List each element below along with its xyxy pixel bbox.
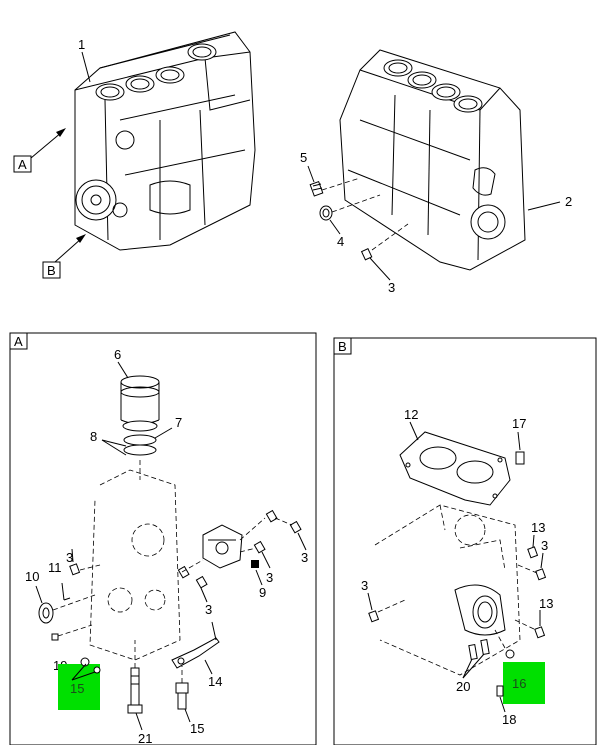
callout-3-a2: 3 — [266, 570, 273, 585]
callout-4: 4 — [337, 234, 344, 249]
highlight-box-16 — [503, 662, 545, 704]
callout-8: 8 — [90, 429, 97, 444]
callout-17: 17 — [512, 416, 526, 431]
engine-block-rear — [339, 49, 526, 271]
block-outline-a — [89, 460, 181, 661]
callout-12: 12 — [404, 407, 418, 422]
engine-block-front — [74, 31, 256, 251]
head-gasket — [399, 431, 511, 506]
view-a-marker-label: A — [18, 157, 27, 172]
bolt-15 — [175, 682, 189, 710]
view-b-marker — [42, 261, 61, 279]
callout-15-highlighted: 15 — [70, 681, 84, 696]
callout-21: 21 — [138, 731, 152, 745]
callout-15: 15 — [190, 721, 204, 736]
part-4-washer — [319, 205, 333, 221]
rear-seal-retainer — [454, 584, 506, 636]
callout-1: 1 — [78, 37, 85, 52]
callout-3-a1: 3 — [301, 550, 308, 565]
cylinder-liner — [120, 375, 160, 432]
callout-10: 10 — [25, 569, 39, 584]
callout-11: 11 — [48, 560, 62, 575]
callout-9: 9 — [259, 585, 266, 600]
callout-7: 7 — [175, 415, 182, 430]
oil-pump-assembly — [202, 524, 243, 569]
bracket-14 — [171, 621, 220, 669]
callout-6: 6 — [114, 347, 121, 362]
callout-3-b1: 3 — [541, 538, 548, 553]
bolt-21 — [127, 667, 143, 714]
callout-13-bottom: 13 — [539, 596, 553, 611]
callout-3-b2: 3 — [361, 578, 368, 593]
callout-3-a3: 3 — [205, 602, 212, 617]
callout-20: 20 — [456, 679, 470, 694]
part-19-pin — [51, 633, 59, 641]
part-5-plug — [309, 181, 324, 197]
front-seal — [38, 602, 54, 624]
callout-2: 2 — [565, 194, 572, 209]
view-b-marker-label: B — [47, 263, 56, 278]
dowel-18 — [496, 685, 504, 697]
dowel-17 — [515, 451, 525, 465]
callout-13-top: 13 — [531, 520, 545, 535]
callout-3-top: 3 — [388, 280, 395, 295]
callout-3-a4: 3 — [66, 550, 73, 565]
part-3-pin — [360, 248, 373, 261]
view-b-panel-label: B — [338, 339, 347, 354]
block-outline-b — [374, 504, 521, 676]
callout-18: 18 — [502, 712, 516, 727]
o-ring-upper — [123, 434, 157, 446]
part-9-plug — [251, 560, 259, 568]
o-ring-lower — [123, 444, 157, 456]
callout-14: 14 — [208, 674, 222, 689]
view-a-panel — [9, 332, 317, 746]
callout-5: 5 — [300, 150, 307, 165]
view-a-panel-label: A — [14, 334, 23, 349]
callout-16-highlighted: 16 — [512, 676, 526, 691]
view-a-marker — [13, 155, 32, 173]
